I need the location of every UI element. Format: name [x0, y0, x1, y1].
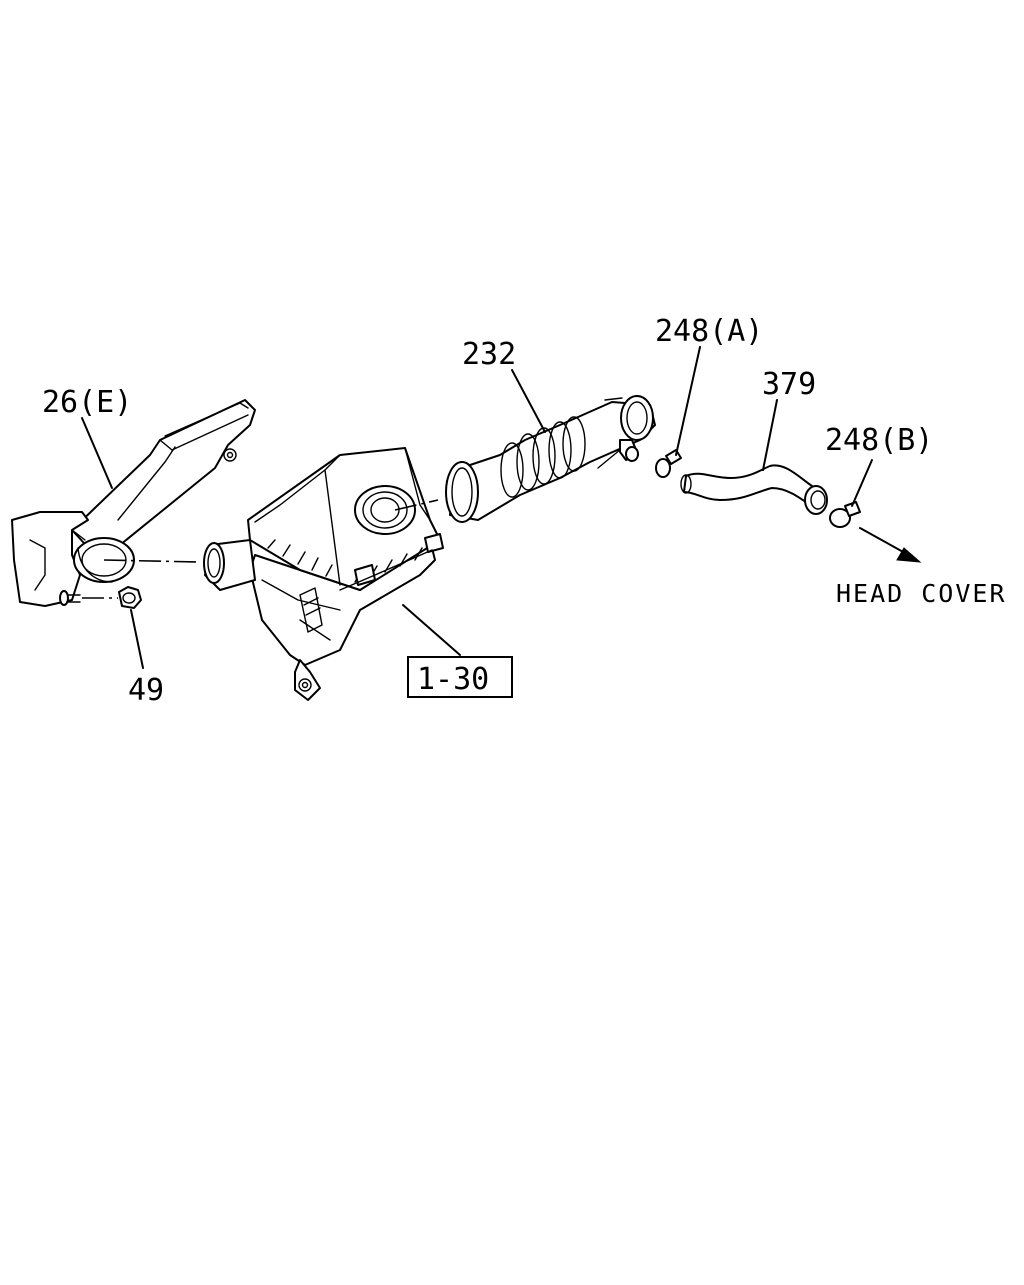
callout-nut: 49	[128, 673, 164, 708]
callout-clamp-a: 248(A)	[655, 314, 763, 349]
callout-clamp-b: 248(B)	[825, 423, 933, 458]
clamp-b-part	[829, 501, 861, 528]
cleaner-to-duct-centerline	[394, 499, 439, 511]
callout-intake-duct: 232	[462, 337, 516, 372]
callout-bracket: 26(E)	[42, 385, 132, 420]
leader-lines	[81, 346, 873, 669]
air-cleaner-part	[203, 447, 444, 701]
callout-air-cleaner: 1-30	[417, 662, 489, 697]
destination-label: HEAD COVER	[836, 579, 1007, 608]
callout-hose: 379	[762, 367, 816, 402]
clamp-a-part	[655, 449, 682, 478]
bracket-to-cleaner-centerline	[103, 559, 199, 563]
intake-duct-part	[445, 395, 656, 523]
hose-part	[680, 464, 828, 515]
head-cover-arrow	[859, 527, 922, 563]
nut-part	[82, 586, 142, 609]
air-cleaner-reference-box	[407, 656, 513, 698]
